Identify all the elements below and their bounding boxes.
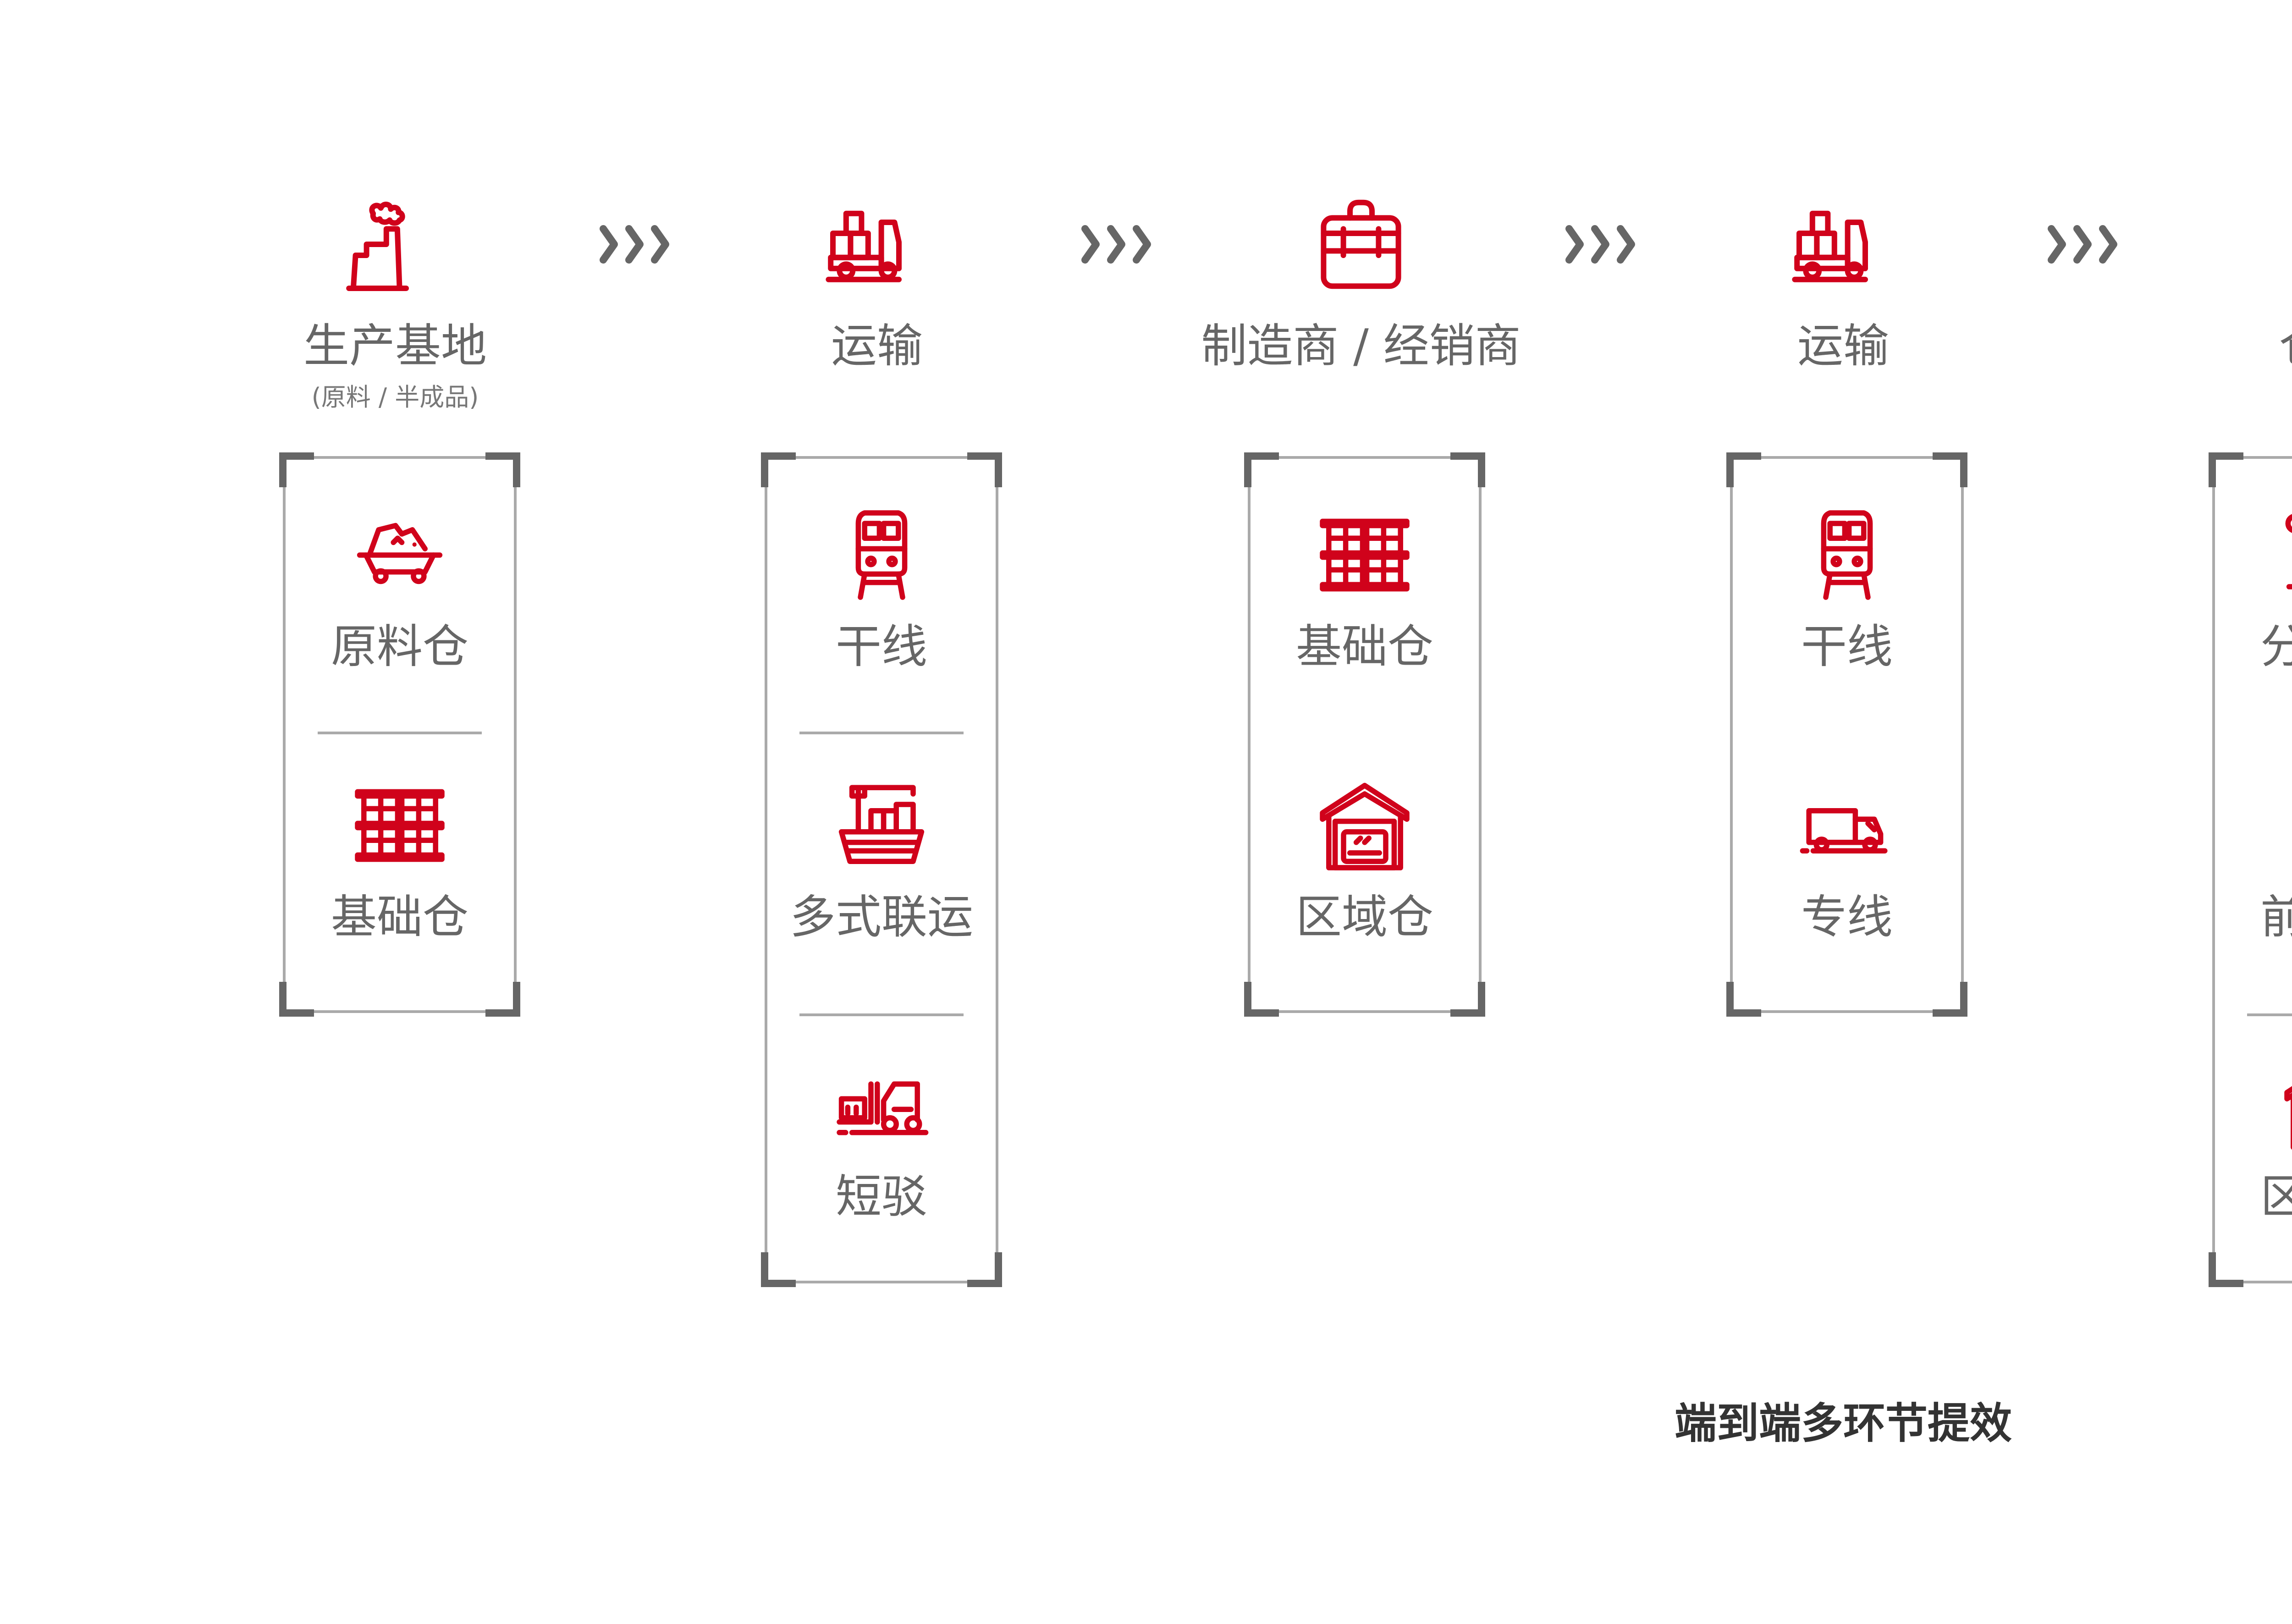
corner-bracket bbox=[967, 452, 1002, 487]
service-item: 区域仓 bbox=[1251, 729, 1479, 1004]
divider bbox=[799, 1013, 964, 1016]
service-item-label: 多式联运 bbox=[790, 890, 973, 944]
service-item-label: 基础仓 bbox=[331, 890, 468, 944]
corner-bracket bbox=[967, 1252, 1002, 1287]
service-item: 专线 bbox=[1733, 729, 1961, 1004]
corner-bracket bbox=[1450, 452, 1485, 487]
service-box-transport: 干线 多式联运 bbox=[761, 452, 1002, 1287]
shelving-icon bbox=[347, 773, 452, 878]
warehouse-icon bbox=[2270, 189, 2292, 299]
service-item-label: 分拨仓 bbox=[2260, 620, 2292, 673]
service-item-label: 短驳 bbox=[836, 1170, 927, 1223]
service-item: 区域仓 bbox=[2215, 1009, 2292, 1284]
service-item-label: 专线 bbox=[1801, 890, 1893, 944]
corner-bracket bbox=[1244, 452, 1279, 487]
divider bbox=[799, 732, 964, 734]
divider bbox=[2247, 1013, 2292, 1016]
stage-label: 生产基地 bbox=[303, 319, 487, 373]
service-item: 短驳 bbox=[767, 1009, 996, 1284]
corner-bracket bbox=[1244, 982, 1279, 1017]
service-item: 原料仓 bbox=[286, 459, 514, 734]
corner-bracket bbox=[1726, 452, 1761, 487]
service-box-warehouse: 分拨仓 前置仓 bbox=[2209, 452, 2292, 1287]
garage-truck-icon bbox=[1312, 773, 1417, 878]
triple-chevron-right-icon bbox=[596, 221, 678, 267]
service-item-label: 基础仓 bbox=[1296, 620, 1433, 673]
corner-bracket bbox=[485, 982, 520, 1017]
service-item-label: 干线 bbox=[1801, 620, 1893, 673]
mine-cart-icon bbox=[347, 502, 452, 608]
stage-label: 运输 bbox=[1797, 319, 1889, 373]
corner-bracket bbox=[1933, 982, 1967, 1017]
delivery-truck-icon bbox=[1788, 189, 1898, 299]
diagram-title: 端到端多环节提效 bbox=[1674, 1399, 2012, 1448]
service-box-transport-2: 干线 专线 bbox=[1726, 452, 1967, 1017]
service-item: 干线 bbox=[767, 459, 996, 734]
service-item: 分拨仓 bbox=[2215, 459, 2292, 734]
service-item: 基础仓 bbox=[286, 729, 514, 1004]
garage-truck-icon bbox=[2276, 1052, 2292, 1158]
service-item: 基础仓 bbox=[1251, 459, 1479, 734]
service-item-label: 前置仓 bbox=[2260, 890, 2292, 944]
triple-chevron-right-icon bbox=[1078, 221, 1160, 267]
triple-chevron-right-icon bbox=[1562, 221, 1644, 267]
corner-bracket bbox=[1726, 982, 1761, 1017]
box-truck-icon bbox=[1794, 773, 1900, 878]
service-item-label: 区域仓 bbox=[2260, 1170, 2292, 1223]
service-item-label: 干线 bbox=[836, 620, 927, 673]
service-item-label: 原料仓 bbox=[331, 620, 468, 673]
corner-bracket bbox=[1450, 982, 1485, 1017]
stage-label: 运输 bbox=[831, 319, 923, 373]
train-icon bbox=[1794, 502, 1900, 608]
service-box-manufacturer: 基础仓 区域仓 bbox=[1244, 452, 1485, 1017]
factory-icon bbox=[340, 189, 450, 299]
service-item: 前置仓 bbox=[2215, 729, 2292, 1004]
service-item: 干线 bbox=[1733, 459, 1961, 734]
service-item-label: 区域仓 bbox=[1296, 890, 1433, 944]
cargo-ship-icon bbox=[829, 773, 934, 878]
divider bbox=[318, 732, 482, 734]
corner-bracket bbox=[279, 452, 314, 487]
corner-bracket bbox=[761, 452, 796, 487]
corner-bracket bbox=[2209, 1252, 2243, 1287]
corner-bracket bbox=[485, 452, 520, 487]
scale-boxes-icon bbox=[2276, 502, 2292, 608]
shutter-warehouse-icon bbox=[2276, 773, 2292, 878]
service-box-production: 原料仓 基础仓 bbox=[279, 452, 520, 1017]
corner-bracket bbox=[1933, 452, 1967, 487]
corner-bracket bbox=[2209, 452, 2243, 487]
stage-label: 仓库 bbox=[2279, 323, 2292, 369]
delivery-truck-icon bbox=[822, 189, 932, 299]
train-icon bbox=[829, 502, 934, 608]
corner-bracket bbox=[279, 982, 314, 1017]
triple-chevron-right-icon bbox=[2044, 221, 2127, 267]
corner-bracket bbox=[761, 1252, 796, 1287]
shelving-icon bbox=[1312, 502, 1417, 608]
forklift-icon bbox=[829, 1052, 934, 1158]
service-item: 多式联运 bbox=[767, 729, 996, 1004]
stage-label: 制造商 / 经销商 bbox=[1201, 319, 1521, 373]
stage-sublabel: (原料 / 半成品) bbox=[311, 383, 479, 412]
toolbox-icon bbox=[1306, 189, 1416, 299]
